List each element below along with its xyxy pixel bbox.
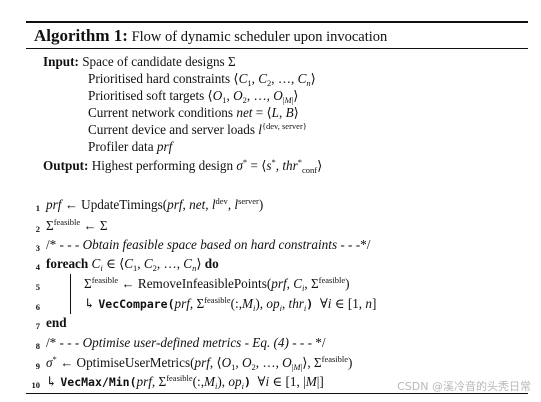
- algo-line-4: foreach Ci ∈ ⟨C1, C2, …, Cn⟩ do: [46, 256, 219, 273]
- algo-line-3-comment: /* - - - Obtain feasible space based on …: [46, 237, 371, 252]
- input-row-1: Input: Space of candidate designs Σ: [43, 54, 236, 69]
- line-number-10: 10: [31, 380, 41, 390]
- line-number-4: 4: [35, 262, 40, 272]
- algo-line-6: ↳ VecCompare(prf, Σfeasible(:,Mi), opi, …: [84, 295, 377, 313]
- line-number-8: 8: [35, 341, 40, 351]
- line-number-5: 5: [35, 282, 40, 292]
- input-row-2: Prioritised hard constraints ⟨C1, C2, …,…: [88, 71, 316, 88]
- foreach-block-bar: [70, 274, 71, 314]
- algorithm-caption: Flow of dynamic scheduler upon invocatio…: [131, 29, 388, 45]
- line-number-7: 7: [35, 321, 40, 331]
- output-row: Output: Highest performing design σ* = ⟨…: [43, 157, 323, 175]
- algo-line-7: end: [46, 315, 67, 330]
- line-number-9: 9: [35, 361, 40, 371]
- input-row-3: Prioritised soft targets ⟨O1, O2, …, O|M…: [88, 88, 299, 105]
- line-number-1: 1: [35, 203, 40, 213]
- algo-line-10: ↳ VecMax/Min(prf, Σfeasible(:,Mi), opi) …: [46, 373, 324, 391]
- line-number-6: 6: [35, 302, 40, 312]
- line-number-2: 2: [35, 224, 40, 234]
- algo-line-2: Σfeasible ← Σ: [46, 217, 108, 233]
- algorithm-label: Algorithm 1:: [34, 26, 128, 45]
- top-rule: [26, 21, 528, 23]
- input-row-5: Current device and server loads l{dev, s…: [88, 121, 307, 137]
- input-keyword: Input:: [43, 54, 79, 69]
- output-keyword: Output:: [43, 158, 89, 173]
- input-row-6: Profiler data prf: [88, 139, 173, 154]
- algo-line-5: Σfeasible ← RemoveInfeasiblePoints(prf, …: [84, 275, 350, 293]
- line-number-3: 3: [35, 243, 40, 253]
- bottom-rule: [26, 393, 528, 394]
- watermark: CSDN @溪冷音的头秃日常: [397, 380, 531, 393]
- input-row-4: Current network conditions net = ⟨L, B⟩: [88, 105, 299, 120]
- algo-line-9: σ* ← OptimiseUserMetrics(prf, ⟨O1, O2, ……: [46, 354, 353, 372]
- algo-line-8-comment: /* - - - Optimise user-defined metrics -…: [46, 335, 326, 350]
- title-rule: [26, 48, 528, 49]
- algorithm-title: Algorithm 1: Flow of dynamic scheduler u…: [34, 26, 387, 46]
- algo-line-1: prf ← UpdateTimings(prf, net, ldev, lser…: [46, 196, 264, 212]
